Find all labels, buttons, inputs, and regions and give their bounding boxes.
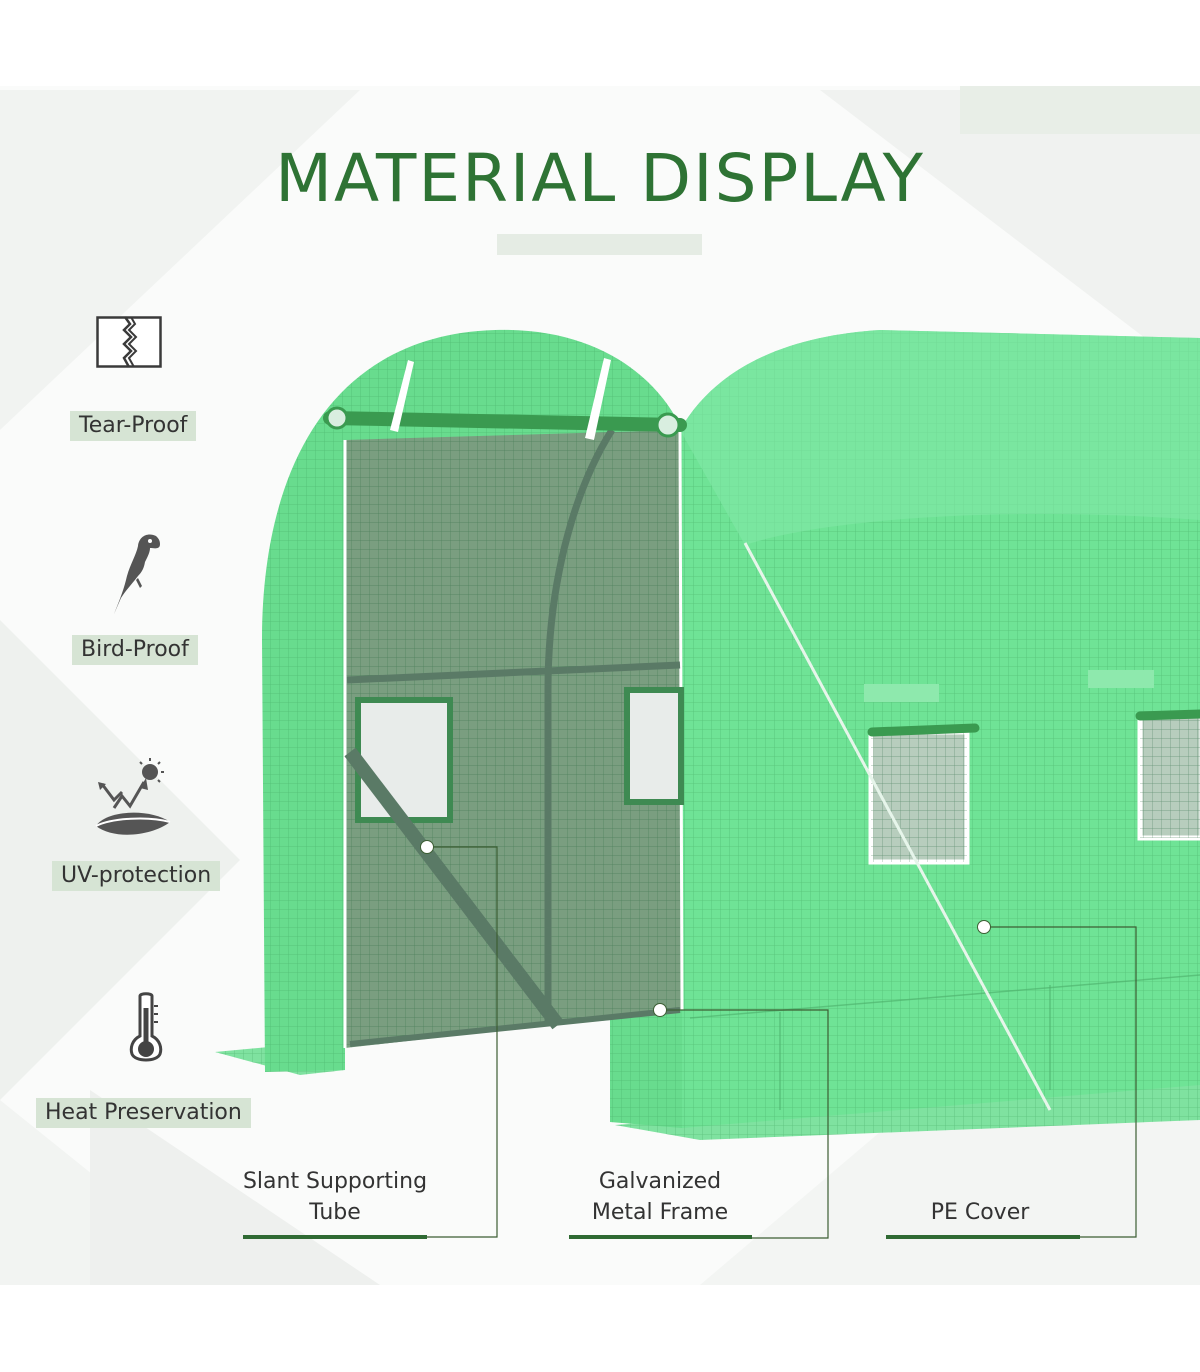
tear-proof-icon	[96, 316, 162, 368]
page-title: MATERIAL DISPLAY	[275, 140, 925, 217]
bird-icon	[114, 534, 160, 614]
thermometer-icon	[129, 992, 163, 1062]
callout-dot-metal-frame	[653, 1003, 667, 1017]
callout-line: Slant Supporting	[242, 1169, 428, 1194]
callout-line: Galvanized	[598, 1169, 722, 1194]
corner-decoration	[960, 86, 1200, 134]
callout-dot-pe-cover	[977, 920, 991, 934]
feature-label-heat-preservation: Heat Preservation	[36, 1098, 251, 1128]
callout-underline	[886, 1235, 1080, 1239]
callout-slant-supporting-tube: Slant Supporting Tube	[224, 1166, 446, 1228]
feature-label-bird-proof: Bird-Proof	[72, 635, 198, 665]
title-underline-bar	[497, 234, 702, 255]
callout-line: PE Cover	[930, 1200, 1030, 1225]
feature-label-uv-protection: UV-protection	[52, 861, 221, 891]
callout-underline	[243, 1235, 427, 1239]
callout-line: Tube	[309, 1200, 361, 1225]
callout-galvanized-metal-frame: Galvanized Metal Frame	[560, 1166, 760, 1228]
callout-underline	[569, 1235, 752, 1239]
feature-label-tear-proof: Tear-Proof	[70, 411, 197, 441]
callout-line: Metal Frame	[591, 1200, 729, 1225]
callout-dot-slant-tube	[420, 840, 434, 854]
callout-pe-cover: PE Cover	[890, 1197, 1070, 1228]
uv-protection-icon	[95, 758, 171, 835]
